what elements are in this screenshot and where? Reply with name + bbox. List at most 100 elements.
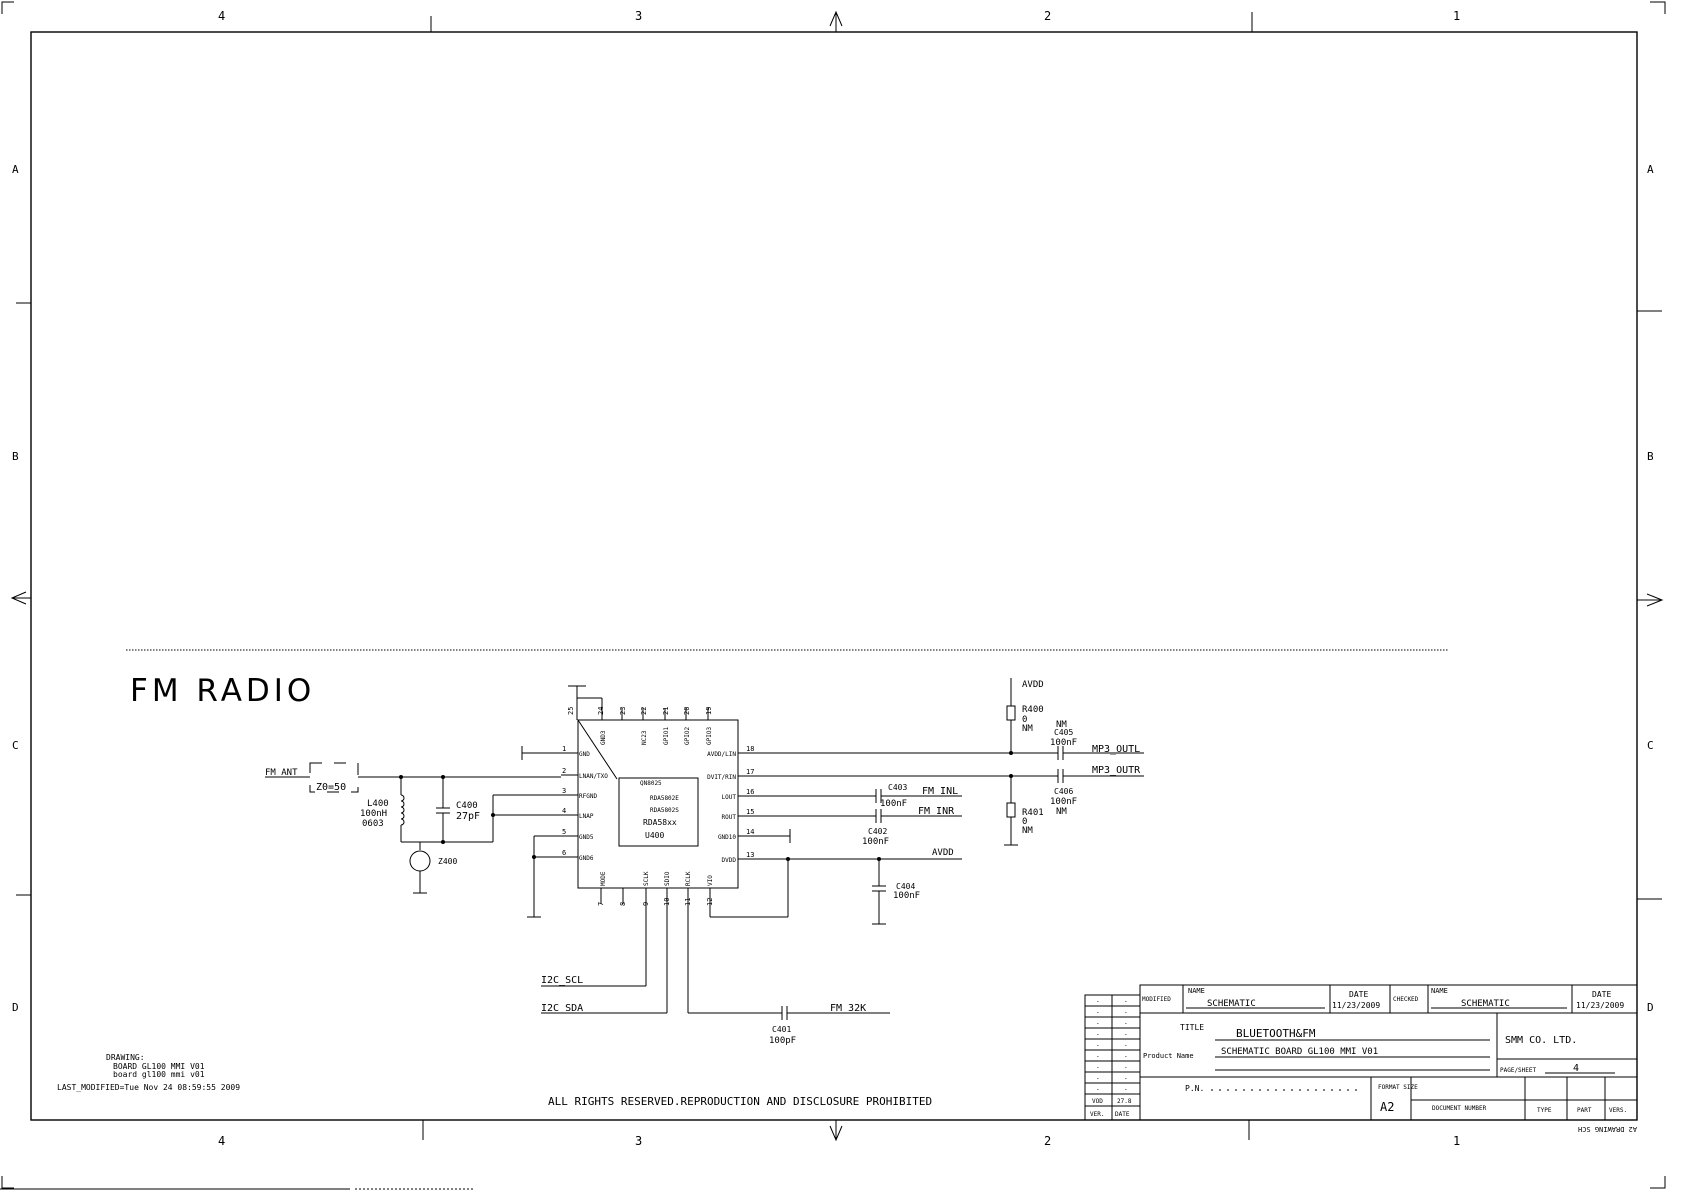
pin-number: 17	[746, 768, 754, 776]
rev-cell: -	[1096, 1020, 1100, 1027]
name-label: NAME	[1188, 987, 1205, 995]
pin-number: 6	[562, 849, 566, 857]
ic-inner-label: RDA58xx	[643, 818, 677, 827]
format-label: FORMAT SIZE	[1378, 1084, 1418, 1091]
date-label: DATE	[1592, 990, 1611, 999]
page-sheet-label: PAGE/SHEET	[1500, 1067, 1537, 1074]
sheet-title: BLUETOOTH&FM	[1236, 1027, 1316, 1040]
r400-nm: NM	[1022, 724, 1033, 734]
rev-a: VOD	[1092, 1098, 1103, 1105]
c400-value: 27pF	[456, 811, 480, 822]
pin-name: LNAN/TXO	[579, 773, 608, 780]
pin-number: 24	[597, 707, 605, 715]
rev-date-label: DATE	[1115, 1111, 1130, 1118]
date-label: DATE	[1349, 990, 1368, 999]
checked-label: CHECKED	[1393, 996, 1419, 1003]
pin-name: GND10	[718, 834, 736, 841]
rev-cell: -	[1124, 1053, 1128, 1060]
ver-label: VER.	[1090, 1111, 1104, 1118]
rev-cell: -	[1096, 1042, 1100, 1049]
pin-name: RFGND	[579, 793, 597, 800]
zone-labels: 4 3 2 1 4 3 2 1 A B C D A B C D	[12, 9, 1654, 1148]
c404-value: 100nF	[893, 891, 920, 901]
c403-value: 100nF	[880, 799, 907, 809]
pin-number: 19	[705, 707, 713, 715]
pin-name: SCLK	[643, 871, 650, 886]
l400-ref: L400	[367, 799, 389, 809]
doc-number-label: DOCUMENT NUMBER	[1432, 1105, 1487, 1112]
c400-ref: C400	[456, 801, 478, 811]
type-label: TYPE	[1537, 1107, 1552, 1114]
modified-name: SCHEMATIC	[1207, 999, 1256, 1009]
c406-ref: C406	[1054, 787, 1073, 796]
c405-nm: NM	[1056, 720, 1067, 730]
rev-cell: -	[1096, 1031, 1100, 1038]
ic-u400: QN8025 RDA5802E RDA5802S RDA58xx U400 25…	[561, 685, 790, 1013]
c405-ref: C405	[1054, 728, 1073, 737]
pin-number: 25	[567, 707, 575, 715]
row-label: D	[12, 1001, 19, 1014]
rev-cell: -	[1096, 1064, 1100, 1071]
pin-number: 4	[562, 807, 566, 815]
c403-ref: C403	[888, 783, 907, 792]
pin-name: SDIO	[664, 871, 671, 886]
c402-value: 100nF	[862, 837, 889, 847]
pin-name: GND3	[600, 730, 607, 745]
pin-name: RCLK	[685, 871, 692, 886]
part-label: PART	[1577, 1107, 1592, 1114]
pin-number: 3	[562, 787, 566, 795]
net-i2c-scl: I2C_SCL	[541, 975, 583, 986]
pin-number: 5	[562, 828, 566, 836]
antenna-network: FM_ANT Z0=50 L400 100nH 0603 C400 27pF Z…	[265, 746, 561, 918]
pin-number: 15	[746, 808, 754, 816]
ic-inner-label: RDA5802E	[650, 795, 679, 802]
pin-number: 2	[562, 767, 566, 775]
column-label: 3	[635, 1134, 642, 1148]
drawing-line: board gl100 mmi v01	[113, 1070, 205, 1079]
rev-cell: -	[1124, 1031, 1128, 1038]
pin-name: LNAP	[579, 813, 594, 820]
pin-name: GND	[579, 751, 590, 758]
row-label: D	[1647, 1001, 1654, 1014]
title-block: -- -- -- -- -- -- -- -- -- VOD 27.8 VER.…	[1084, 984, 1638, 1133]
column-label: 4	[218, 9, 225, 23]
net-mp3-outl: MP3_OUTL	[1092, 744, 1140, 755]
pin-number: 18	[746, 745, 754, 753]
row-label: B	[1647, 450, 1654, 463]
z400-ref: Z400	[438, 857, 457, 866]
rev-cell: -	[1096, 1075, 1100, 1082]
rev-cell: -	[1096, 998, 1100, 1005]
pin-name: GPIO2	[684, 727, 691, 745]
rev-cell: -	[1124, 1009, 1128, 1016]
pin-number: 10	[663, 898, 671, 906]
ic-inner-label: QN8025	[640, 780, 662, 787]
column-label: 4	[218, 1134, 225, 1148]
ic-inner-label: RDA5802S	[650, 807, 679, 814]
c402-ref: C402	[868, 827, 887, 836]
row-label: B	[12, 450, 19, 463]
pin-number: 7	[597, 902, 605, 906]
net-avdd-right: AVDD	[932, 848, 954, 858]
net-i2c-sda: I2C_SDA	[541, 1003, 583, 1014]
l400-package: 0603	[362, 819, 384, 829]
pin-number: 9	[642, 902, 650, 906]
column-label: 3	[635, 9, 642, 23]
modified-date: 11/23/2009	[1332, 1001, 1380, 1010]
pin-name: AVDD/LIN	[707, 751, 736, 758]
rev-cell: -	[1096, 1009, 1100, 1016]
c401-ref: C401	[772, 1025, 791, 1034]
pin-number: 12	[706, 898, 714, 906]
pin-name: DVDD	[722, 857, 737, 864]
row-label: C	[1647, 739, 1654, 752]
net-z0: Z0=50	[316, 782, 346, 793]
pin-name: GPIO3	[706, 727, 713, 745]
product-name: SCHEMATIC BOARD GL100 MMI V01	[1221, 1047, 1378, 1057]
pin-number: 22	[640, 707, 648, 715]
pin-name: DVIT/RIN	[707, 774, 736, 781]
pin-number: 23	[619, 707, 627, 715]
row-label: A	[1647, 163, 1654, 176]
net-fm-inr: FM_INR	[918, 806, 955, 817]
l400-value: 100nH	[360, 809, 387, 819]
column-label: 2	[1044, 9, 1051, 23]
